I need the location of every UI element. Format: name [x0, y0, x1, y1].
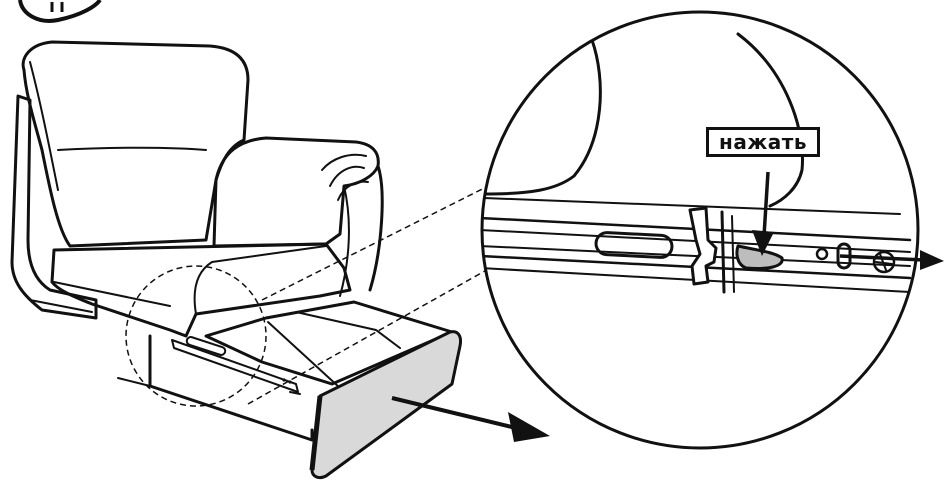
armchair-base: [148, 334, 314, 442]
armchair-side-panel: [10, 94, 98, 320]
arrow-down-icon: [752, 171, 774, 256]
step-badge-icon: [18, 0, 102, 23]
armchair-seat-cushion: [50, 242, 352, 338]
arrow-right-icon: [839, 250, 944, 270]
drawer-slide-rail: [171, 339, 299, 393]
detail-leader-lines: [247, 169, 541, 405]
magnified-rail-bracket: [688, 206, 718, 286]
magnified-cushion: [482, 38, 602, 196]
press-callout-text: нажать: [719, 130, 807, 154]
arrow-right-icon: [391, 396, 550, 442]
detail-highlight-circle: [125, 265, 267, 407]
press-callout-label: нажать: [706, 127, 820, 157]
rail-hole: [815, 247, 829, 261]
drawer-front-panel: [310, 330, 462, 480]
